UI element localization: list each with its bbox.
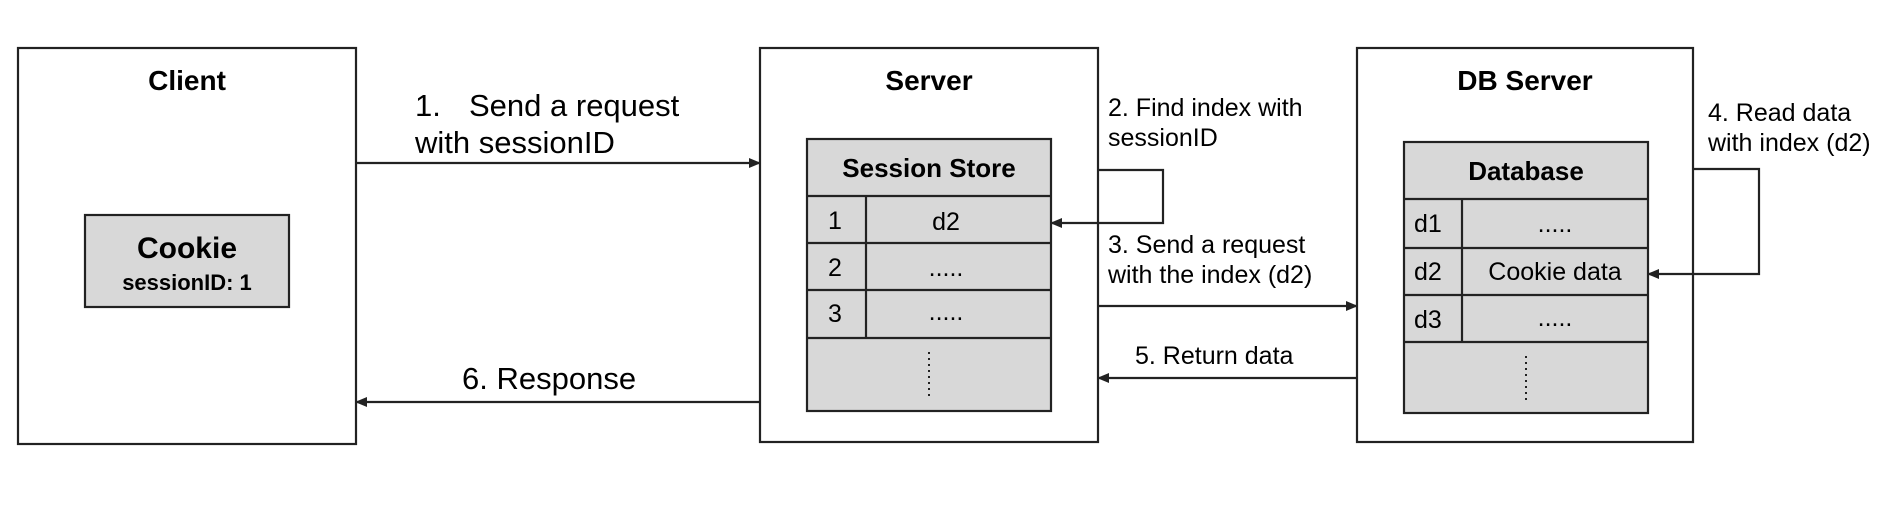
row-key: 2 — [828, 254, 842, 282]
table-row: 2 ..... — [828, 254, 963, 282]
row-value: ..... — [929, 298, 964, 326]
table-row: 3 ..... — [828, 298, 963, 328]
step-5-arrow: 5. Return data — [1097, 342, 1357, 383]
step-6-arrow: 6. Response — [355, 361, 760, 407]
step-2-label-line2: sessionID — [1108, 124, 1218, 152]
step-1-number: 1. — [415, 88, 441, 123]
cookie-session-id: sessionID: 1 — [122, 270, 252, 295]
row-value: d2 — [932, 208, 960, 236]
step-1-label-line1: Send a request — [469, 88, 680, 123]
step-4-arrow: 4. Read data with index (d2) — [1647, 99, 1871, 279]
cookie-box: Cookie sessionID: 1 — [83, 213, 291, 309]
row-key: d3 — [1414, 306, 1442, 334]
table-row: d3 ..... — [1414, 304, 1572, 334]
server-box: Server Session Store 1 d2 2 ..... 3 ....… — [758, 46, 1100, 444]
server-title: Server — [885, 65, 972, 96]
table-row: d2 Cookie data — [1414, 258, 1622, 286]
table-row: 1 d2 — [828, 207, 960, 236]
row-value: ..... — [929, 254, 964, 282]
session-store-table: Session Store 1 d2 2 ..... 3 ..... — [805, 137, 1053, 413]
database-title: Database — [1468, 156, 1584, 186]
step-2-label-line1: 2. Find index with — [1108, 94, 1303, 122]
step-6-label: 6. Response — [462, 361, 636, 396]
row-value: ..... — [1538, 304, 1573, 332]
database-table: Database d1 ..... d2 Cookie data d3 ....… — [1402, 140, 1650, 415]
step-1-label-line2: with sessionID — [414, 125, 615, 160]
step-2-arrow: 2. Find index with sessionID — [1050, 94, 1303, 228]
step-1-arrow: 1. Send a request with sessionID — [356, 88, 761, 168]
session-store-title: Session Store — [842, 153, 1015, 183]
row-value: Cookie data — [1488, 258, 1622, 286]
step-4-label-line1: 4. Read data — [1708, 99, 1851, 127]
row-key: 3 — [828, 300, 842, 328]
step-3-arrow: 3. Send a request with the index (d2) — [1098, 231, 1358, 311]
row-key: 1 — [828, 207, 842, 235]
db-server-box: DB Server Database d1 ..... d2 Cookie da… — [1355, 46, 1695, 444]
step-5-label: 5. Return data — [1135, 342, 1294, 370]
client-box: Client Cookie sessionID: 1 — [16, 46, 358, 446]
step-3-label-line1: 3. Send a request — [1108, 231, 1305, 259]
row-value: ..... — [1538, 210, 1573, 238]
cookie-title: Cookie — [137, 232, 237, 265]
row-key: d2 — [1414, 258, 1442, 286]
step-3-label-line2: with the index (d2) — [1107, 261, 1312, 289]
table-row: d1 ..... — [1414, 210, 1572, 238]
row-key: d1 — [1414, 210, 1442, 238]
db-server-title: DB Server — [1457, 65, 1593, 96]
step-4-label-line2: with index (d2) — [1707, 129, 1871, 157]
client-title: Client — [148, 65, 226, 96]
